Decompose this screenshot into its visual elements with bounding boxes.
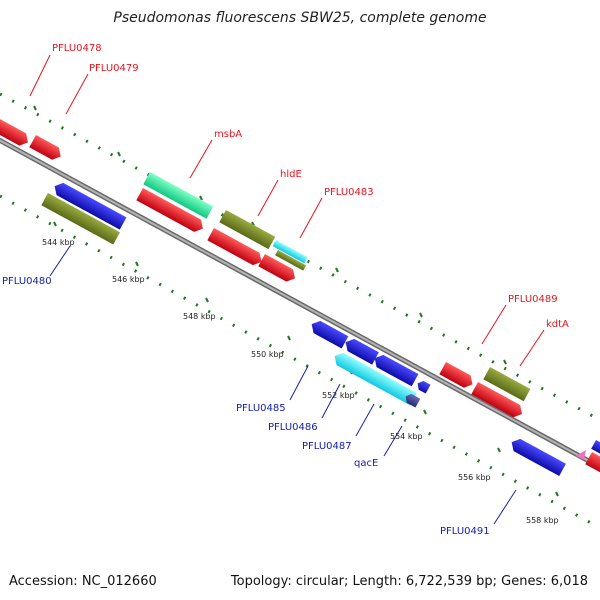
reverse-genes — [41, 182, 566, 477]
genome-title: Pseudomonas fluorescens SBW25, complete … — [113, 10, 487, 26]
gene-red-edge — [585, 452, 600, 474]
label-PFLU0487: PFLU0487 — [302, 441, 352, 452]
label-PFLU0485: PFLU0485 — [236, 403, 286, 414]
gene-PFLU0479 — [29, 135, 61, 160]
gene-kdtA — [483, 367, 531, 402]
label-PFLU0489: PFLU0489 — [508, 294, 558, 305]
label-kdtA: kdtA — [546, 319, 569, 330]
kbp-label-544: 544 kbp — [42, 238, 75, 247]
gene-blue-edge — [591, 440, 600, 454]
gene-qacE — [405, 393, 421, 408]
genome-summary-text: Topology: circular; Length: 6,722,539 bp… — [230, 574, 588, 589]
label-PFLU0480: PFLU0480 — [2, 276, 52, 287]
gene-red-2 — [136, 188, 203, 232]
gene-PFLU0478 — [0, 118, 29, 146]
label-leaders-red — [29, 54, 545, 367]
inner-tick-track — [0, 194, 600, 530]
gene-pink-marker — [576, 450, 586, 460]
gene-blue-2 — [374, 354, 419, 387]
label-PFLU0486: PFLU0486 — [268, 422, 318, 433]
gene-PFLU0487 — [334, 352, 418, 406]
gene-PFLU0486 — [345, 338, 379, 365]
outer-major-ticks — [33, 105, 507, 365]
kbp-label-558: 558 kbp — [526, 516, 559, 525]
genome-backbone-highlight — [0, 139, 600, 469]
label-hldE: hldE — [280, 169, 302, 180]
label-PFLU0478: PFLU0478 — [52, 43, 102, 54]
label-leaders-blue — [49, 245, 517, 525]
gene-blue-1 — [54, 182, 127, 230]
gene-hldE — [219, 210, 276, 250]
gene-PFLU0480 — [41, 193, 120, 245]
label-PFLU0491: PFLU0491 — [440, 526, 490, 537]
accession-text: Accession: NC_012660 — [9, 574, 157, 589]
forward-genes — [0, 118, 600, 474]
outer-tick-track — [0, 92, 600, 422]
gene-PFLU0485 — [311, 320, 349, 349]
gene-PFLU0491 — [511, 438, 566, 477]
label-qacE: qacE — [354, 458, 378, 469]
label-PFLU0483: PFLU0483 — [324, 187, 374, 198]
kbp-label-548: 548 kbp — [183, 312, 216, 321]
kbp-label-550: 550 kbp — [251, 350, 284, 359]
gene-red-4 — [258, 254, 296, 282]
kbp-label-554: 554 kbp — [390, 432, 423, 441]
gene-red-5 — [471, 382, 523, 418]
gene-PFLU0489 — [439, 362, 473, 388]
kbp-label-552: 552 kbp — [322, 391, 355, 400]
gene-msbA — [143, 172, 214, 219]
inner-major-ticks — [53, 221, 559, 497]
gene-olive-small — [275, 250, 307, 271]
kbp-label-546: 546 kbp — [112, 275, 145, 284]
label-msbA: msbA — [214, 129, 242, 140]
label-PFLU0479: PFLU0479 — [89, 63, 139, 74]
kbp-label-556: 556 kbp — [458, 473, 491, 482]
gene-red-3 — [207, 228, 262, 266]
gene-PFLU0483 — [272, 240, 308, 264]
gene-blue-3 — [417, 380, 431, 394]
